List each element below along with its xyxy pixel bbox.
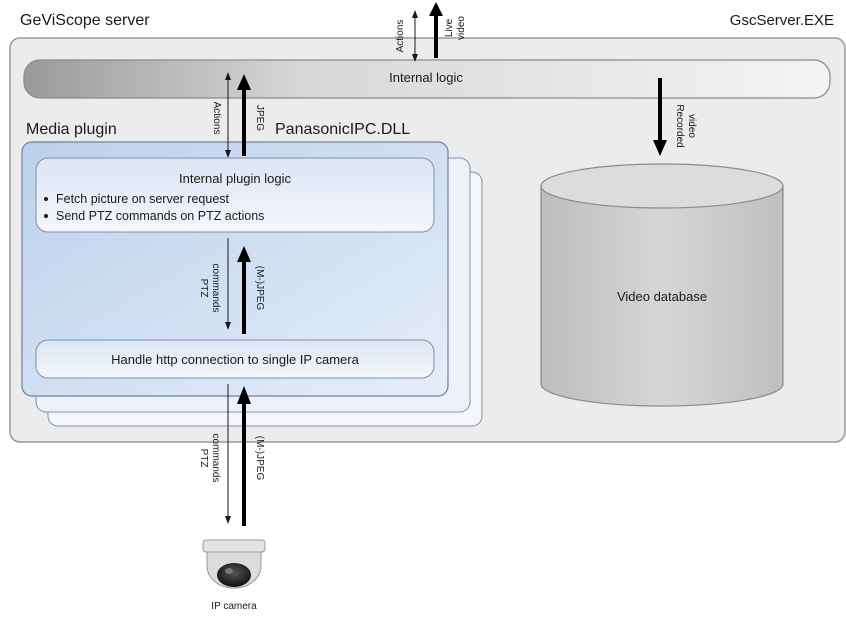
top-live-label-2: video <box>456 16 467 40</box>
low-ptz-label-2: commands <box>210 434 221 483</box>
bullet-icon <box>44 214 48 218</box>
recorded-label-2: video <box>686 114 697 138</box>
plugin-logic-box <box>35 157 435 233</box>
top-live-video-arrow <box>429 2 443 58</box>
plugin-actions-arrow <box>225 72 231 158</box>
plugin-bullet-1: Fetch picture on server request <box>56 192 230 206</box>
recorded-label-1: Recorded <box>674 104 685 147</box>
media-plugin-title: Media plugin <box>26 121 117 138</box>
bullet-icon <box>44 197 48 201</box>
top-live-label-1: Live <box>444 18 455 37</box>
internal-logic-bar <box>23 59 831 99</box>
ip-camera-label: IP camera <box>211 601 257 612</box>
internal-logic-label: Internal logic <box>389 70 463 85</box>
mid-mjpeg-arrow <box>237 246 251 334</box>
ip-camera-icon <box>202 539 266 589</box>
top-actions-arrow <box>412 10 418 62</box>
server-title: GeViScope server <box>20 12 150 29</box>
video-database-label: Video database <box>617 289 707 304</box>
plugin-logic-title: Internal plugin logic <box>179 171 292 186</box>
top-actions-label: Actions <box>395 20 406 53</box>
low-ptz-arrow <box>225 384 231 524</box>
plugin-bullet-2: Send PTZ commands on PTZ actions <box>56 209 264 223</box>
low-ptz-label-1: PTZ <box>198 449 209 468</box>
mid-ptz-label-1: PTZ <box>198 279 209 298</box>
mid-ptz-arrow <box>225 238 231 330</box>
mid-ptz-label-2: commands <box>210 264 221 313</box>
plugin-dll-label: PanasonicIPC.DLL <box>275 121 410 138</box>
plugin-jpeg-arrow <box>237 74 251 156</box>
plugin-jpeg-label: JPEG <box>254 105 265 131</box>
server-exe-label: GscServer.EXE <box>730 12 834 29</box>
plugin-actions-label: Actions <box>211 102 222 135</box>
http-connection-label: Handle http connection to single IP came… <box>111 352 359 367</box>
low-mjpeg-arrow <box>237 386 251 526</box>
mid-mjpeg-label: (M-)JPEG <box>254 266 265 311</box>
video-database-cylinder <box>540 163 784 407</box>
http-connection-box <box>35 339 435 379</box>
recorded-video-arrow <box>653 78 667 156</box>
low-mjpeg-label: (M-)JPEG <box>254 436 265 481</box>
